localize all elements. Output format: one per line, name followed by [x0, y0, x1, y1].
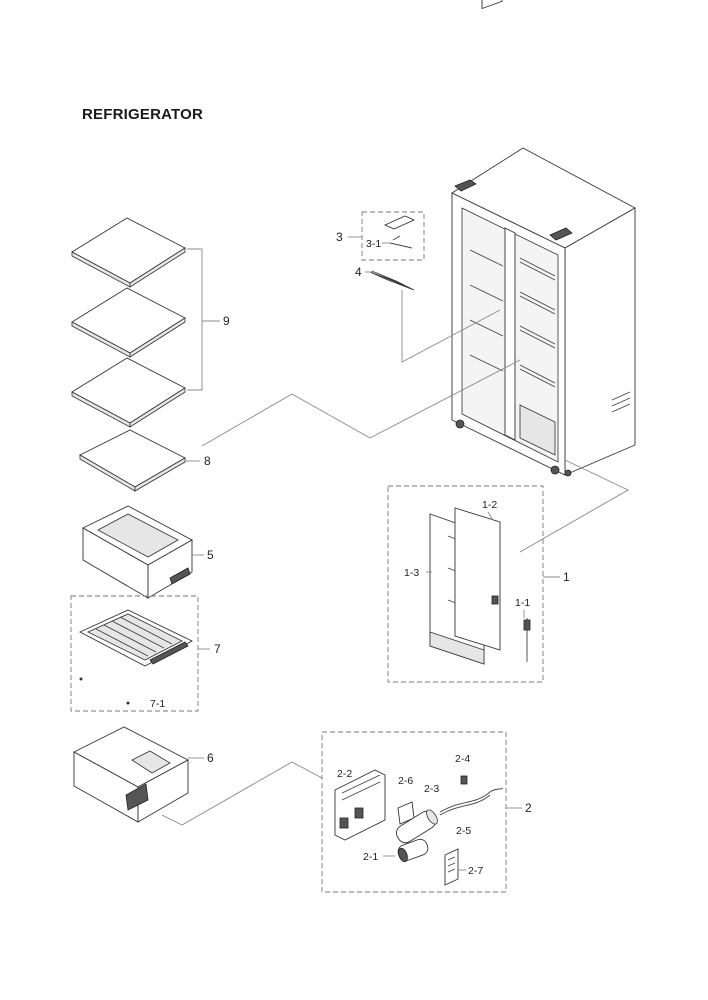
callout-7: 7 — [214, 642, 221, 656]
callout-2-1: 2-1 — [363, 851, 378, 863]
water-tube-2-5[interactable] — [439, 787, 504, 816]
group-3-box — [361, 211, 425, 261]
drawer-cover-7[interactable] — [78, 609, 193, 667]
glass-shelf-9-a[interactable] — [71, 217, 186, 288]
led-panel-4[interactable] — [369, 270, 415, 291]
glass-shelf-9-b[interactable] — [71, 287, 186, 358]
filter-clip-2-7[interactable] — [444, 848, 459, 886]
group-1-box — [387, 485, 544, 683]
filter-cartridge-2-3[interactable] — [393, 808, 439, 846]
callout-2-7: 2-7 — [468, 865, 483, 877]
callout-8: 8 — [204, 454, 211, 468]
group-2-box — [321, 731, 507, 893]
screw-7-dot — [79, 677, 83, 681]
callout-6: 6 — [207, 751, 214, 765]
screw-7-1[interactable] — [126, 701, 130, 705]
callout-1-1: 1-1 — [515, 597, 530, 609]
glass-shelf-9-c[interactable] — [71, 357, 186, 428]
callout-2-3: 2-3 — [424, 783, 439, 795]
filter-cap-2-1[interactable] — [396, 837, 430, 863]
callout-2-5: 2-5 — [456, 825, 471, 837]
callout-3-1: 3-1 — [366, 238, 381, 250]
light-cover-3[interactable] — [383, 215, 416, 230]
callout-2-2: 2-2 — [337, 768, 352, 780]
vegetable-drawer-5[interactable] — [82, 505, 193, 599]
water-filter-head-2-2[interactable] — [334, 769, 386, 841]
freezer-drawer-6[interactable] — [73, 726, 189, 823]
glass-shelf-8[interactable] — [79, 429, 186, 492]
callout-1-2: 1-2 — [482, 499, 497, 511]
valve-2-4[interactable] — [460, 775, 468, 785]
page-title: REFRIGERATOR — [82, 106, 204, 123]
callout-3: 3 — [336, 230, 343, 244]
callout-4: 4 — [355, 265, 362, 279]
evaporator-cover-1-2[interactable] — [454, 507, 501, 651]
callout-2-4: 2-4 — [455, 753, 470, 765]
group-7-box — [70, 595, 199, 712]
light-lamp-3-1[interactable] — [389, 235, 413, 249]
callout-5: 5 — [207, 548, 214, 562]
callout-1-3: 1-3 — [404, 567, 419, 579]
refrigerator-cabinet[interactable] — [451, 0, 636, 477]
callout-7-1: 7-1 — [150, 698, 165, 710]
callout-9: 9 — [223, 314, 230, 328]
sensor-1-1[interactable] — [523, 618, 531, 662]
callout-2: 2 — [525, 801, 532, 815]
callout-1: 1 — [563, 570, 570, 584]
callout-2-6: 2-6 — [398, 775, 413, 787]
